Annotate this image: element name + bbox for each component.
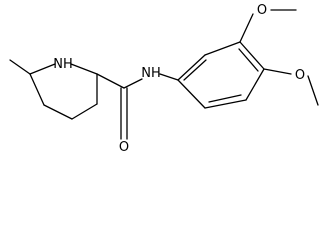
bond-c3-c4 [71,103,98,120]
bond-ar-o4 [263,68,292,75]
bond-c6-n1 [29,63,56,75]
bond-c2-carbonyl [96,73,125,89]
molecule-structure: NH NH O O O [9,3,319,155]
bond-ar-c2-c3 [204,41,241,56]
bond-o4-methyl [307,75,319,106]
bond-ar-c1-c2-inner [183,59,207,81]
bond-ar-c5-c6 [204,99,247,109]
bond-carbonyl-n [123,78,143,89]
bond-methyl-c6 [9,59,31,75]
bond-c5-c6 [29,73,45,106]
bond-ar-o3 [239,13,254,43]
bond-ar-c5-c6-inner [208,94,242,103]
methoxy-oxygen-3-label: O [257,3,267,18]
ring-nh-label: NH [53,57,73,72]
bond-ar-c3-c4-inner [238,48,259,72]
bond-ar-c4-c5 [245,68,265,101]
bond-n-aryl [159,73,179,81]
amide-nh-label: NH [141,66,161,81]
bond-c4-c5 [43,104,73,120]
methoxy-oxygen-4-label: O [295,68,305,83]
bond-ar-c6-c1 [177,79,206,109]
bond-ar-c1-c2 [177,54,206,81]
structure-canvas: NH NH O O O [9,3,319,155]
bond-ar-c3-c4 [239,41,265,70]
carbonyl-oxygen-label: O [119,140,129,155]
bond-n1-c2 [70,63,98,75]
